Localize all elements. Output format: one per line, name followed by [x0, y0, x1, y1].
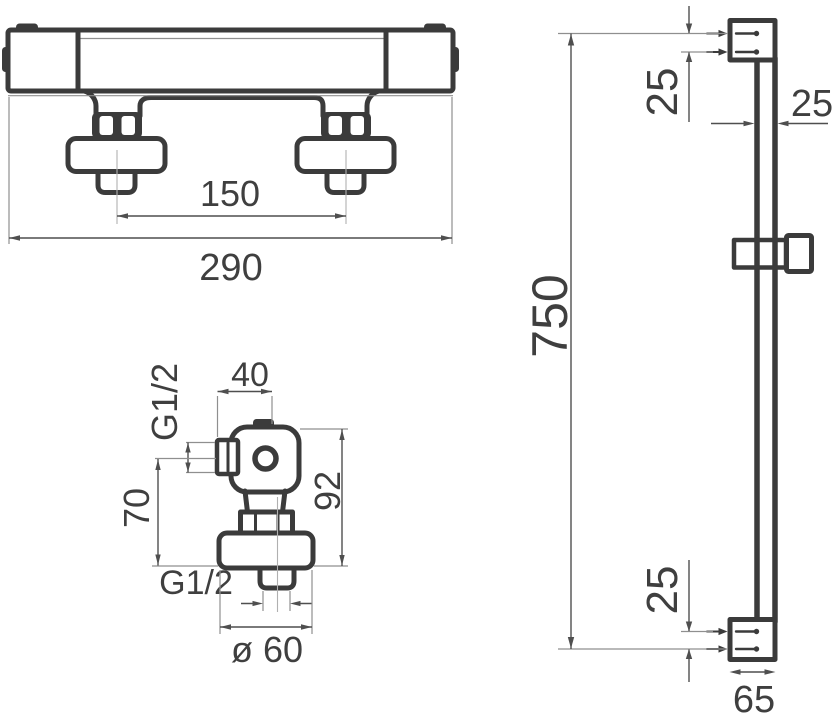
mixer-body [5, 27, 456, 94]
mixer-union-left [65, 112, 168, 224]
rail-slider-body [731, 237, 789, 270]
label-outlet-thread: G1/2 [159, 564, 233, 602]
dim-inlet-height-70: 70 [116, 457, 218, 567]
valve-neck-right [280, 488, 288, 515]
label-inlet-thread: G1/2 [144, 363, 185, 441]
dim-25-width-label: 25 [791, 83, 833, 125]
dim-hole-spacing-750: 750 [522, 32, 727, 650]
dim-inlet-thread-g12: G1/2 [144, 363, 215, 474]
mixer-web-right-outer [364, 88, 382, 119]
dim-bracket-width-65: 65 [729, 669, 776, 719]
dim-25-bottom-label: 25 [638, 566, 687, 615]
rail-bracket-bottom [727, 617, 778, 662]
rail-bracket-top [727, 18, 778, 63]
valve-flange [216, 530, 316, 571]
dim-center-distance-150: 150 [117, 173, 346, 219]
dim-25-top-label: 25 [638, 68, 687, 117]
mixer-web-left-outer [81, 88, 99, 119]
dim-70-label: 70 [116, 488, 157, 528]
dim-bottom-offset-25: 25 [638, 560, 693, 682]
valve-body [228, 424, 302, 495]
dim-92-label: 92 [307, 471, 348, 511]
dim-rail-width-25: 25 [711, 83, 833, 127]
shower-rail-view: 750 25 25 25 65 [522, 6, 833, 719]
dim-150-label: 150 [200, 173, 260, 214]
valve-neck-left [242, 488, 250, 515]
mixer-front-view: 150 290 [2, 23, 459, 289]
dim-top-offset-25: 25 [638, 6, 693, 122]
dim-flange-diameter-60: ø 60 [219, 570, 313, 670]
valve-side-view: 40 G1/2 70 92 [116, 356, 348, 670]
dim-diameter-label: ø 60 [231, 629, 303, 670]
dim-290-label: 290 [199, 247, 262, 289]
valve-port-circle [252, 445, 279, 472]
rail-tube [754, 55, 778, 625]
dim-total-height-92: 92 [300, 428, 348, 567]
dim-65-label: 65 [733, 679, 775, 719]
mixer-web-bridge [137, 95, 326, 119]
dim-750-label: 750 [522, 274, 578, 357]
valve-collar-nut [238, 509, 295, 536]
rail-slider-knob [784, 233, 814, 274]
dim-overall-width-290: 290 [8, 97, 453, 289]
dim-40-label: 40 [231, 356, 269, 394]
mixer-union-right [294, 112, 397, 224]
dim-top-width-40: 40 [216, 356, 273, 437]
